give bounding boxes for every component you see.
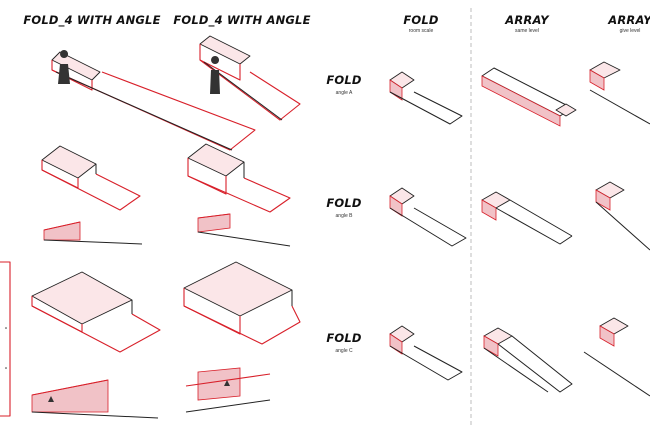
fold-large-roof-sketch-2 bbox=[183, 261, 301, 345]
array-same-level-sketch-a bbox=[481, 67, 577, 127]
column-title-5: ARRAY bbox=[607, 13, 650, 27]
fold-room-sketch-angle-a bbox=[389, 71, 463, 125]
row-subtitle-1: angle A bbox=[336, 90, 353, 96]
row-subtitle-2: angle B bbox=[336, 213, 354, 219]
array-give-level-sketch-a bbox=[589, 61, 650, 125]
column-subtitle-5: give level bbox=[620, 28, 641, 34]
fold-canopy-sketch-1 bbox=[41, 145, 141, 211]
person-icon bbox=[210, 56, 220, 94]
fold-section-sketch-2 bbox=[197, 213, 291, 247]
row-subtitle-3: angle C bbox=[335, 348, 353, 354]
fold-large-section-sketch-1 bbox=[31, 379, 159, 419]
cropped-frame-left bbox=[0, 261, 11, 417]
column-title-2: FOLD_4 WITH ANGLE bbox=[173, 13, 310, 28]
fold-large-roof-sketch-1 bbox=[31, 271, 161, 353]
array-give-level-sketch-b bbox=[595, 181, 650, 251]
row-title-3: FOLD bbox=[326, 331, 362, 345]
array-same-level-sketch-b bbox=[481, 191, 573, 245]
fold-canopy-sketch-2 bbox=[187, 143, 291, 213]
column-title-4: ARRAY bbox=[504, 13, 550, 27]
column-title-3: FOLD bbox=[403, 13, 439, 27]
column-subtitle-3: room scale bbox=[409, 28, 434, 34]
array-give-level-sketch-c bbox=[583, 317, 650, 397]
fold-large-section-sketch-2 bbox=[185, 367, 271, 413]
person-icon bbox=[58, 50, 70, 84]
person-icon bbox=[224, 380, 230, 386]
fold-ramp-sketch-2 bbox=[199, 35, 301, 121]
fold-section-sketch-1 bbox=[43, 221, 143, 245]
array-same-level-sketch-c bbox=[483, 327, 573, 393]
column-subtitle-4: same level bbox=[515, 28, 539, 34]
row-title-1: FOLD bbox=[326, 73, 362, 87]
fold-room-sketch-angle-b bbox=[389, 187, 467, 247]
fold-ramp-sketch-1 bbox=[51, 50, 256, 151]
fold-room-sketch-angle-c bbox=[389, 325, 463, 381]
person-icon bbox=[48, 396, 54, 402]
row-title-2: FOLD bbox=[326, 196, 362, 210]
column-title-1: FOLD_4 WITH ANGLE bbox=[23, 13, 160, 28]
